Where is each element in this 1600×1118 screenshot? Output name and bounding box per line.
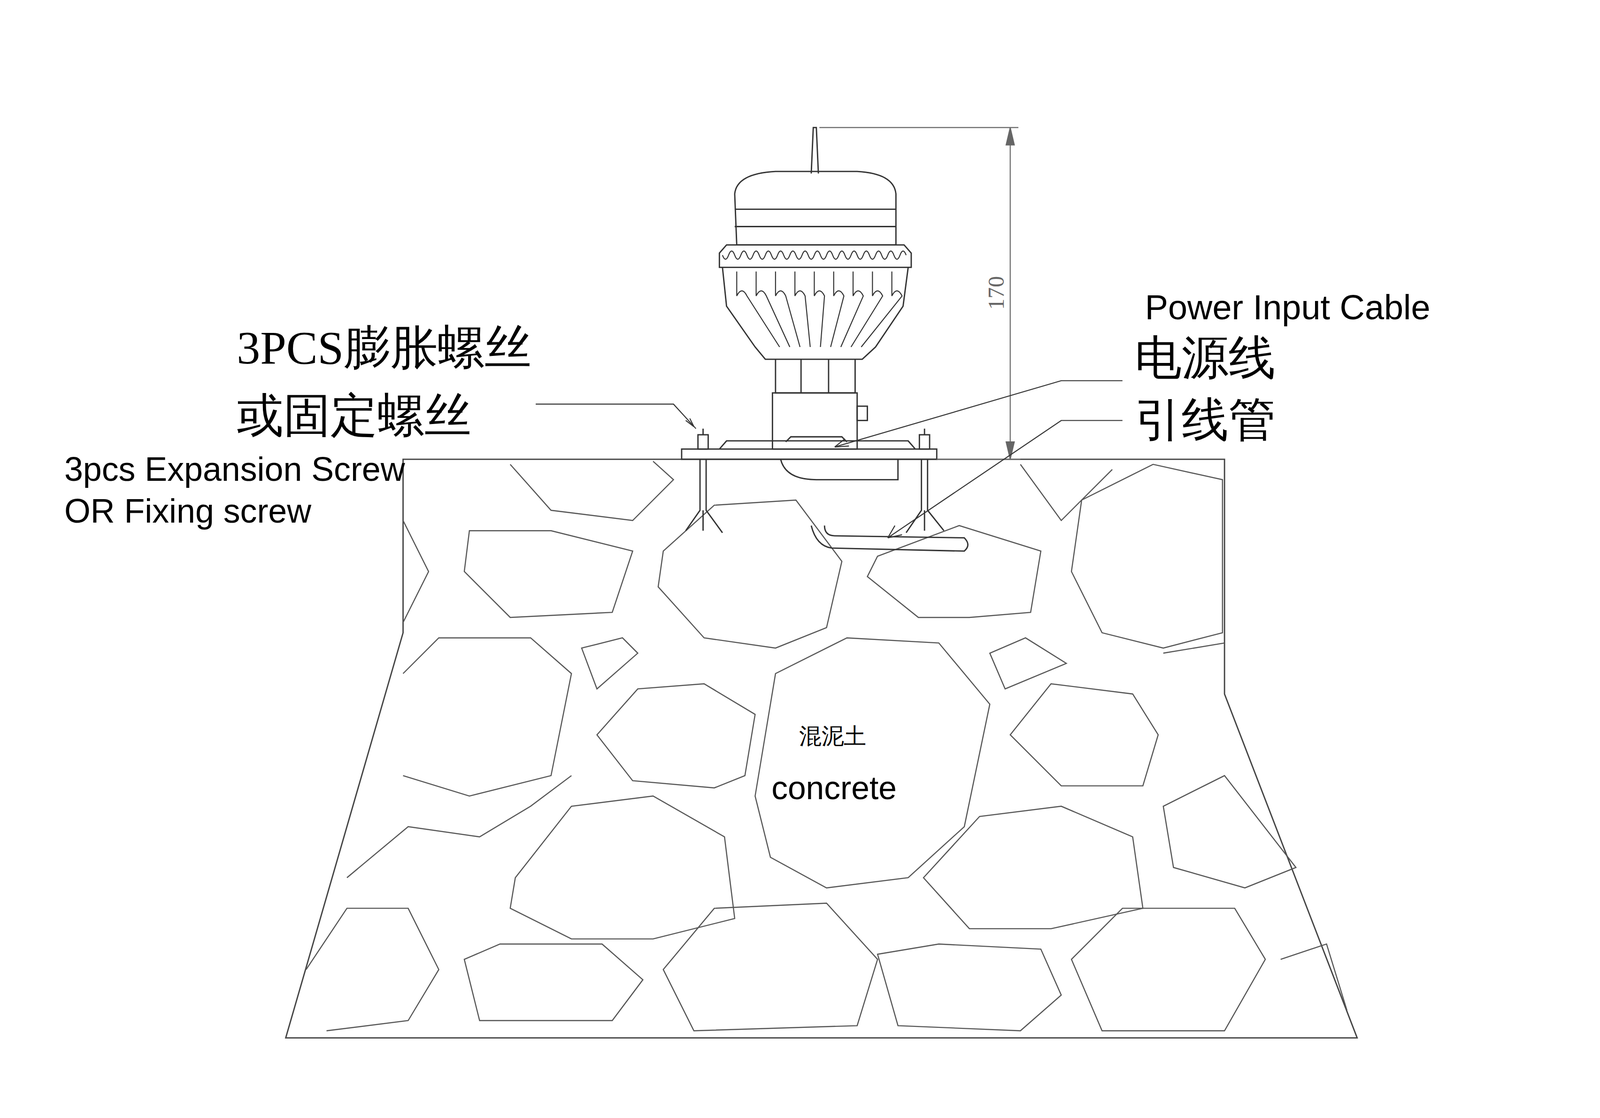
part-label-cn: 引线管: [1134, 396, 1276, 444]
material-label-cn: 混泥土: [799, 725, 867, 748]
dimension: 170: [985, 276, 1008, 310]
part-label-en: Power Input Cable: [1145, 289, 1431, 325]
part-label-en: OR Fixing screw: [64, 493, 312, 528]
part-label-cn: 或固定螺丝: [236, 392, 472, 440]
part-label-cn: 电源线: [1134, 334, 1276, 382]
material-label-en: concrete: [771, 771, 897, 805]
part-label-en: 3pcs Expansion Screw: [64, 452, 406, 486]
part-label-cn: 3PCS膨胀螺丝: [236, 324, 532, 372]
